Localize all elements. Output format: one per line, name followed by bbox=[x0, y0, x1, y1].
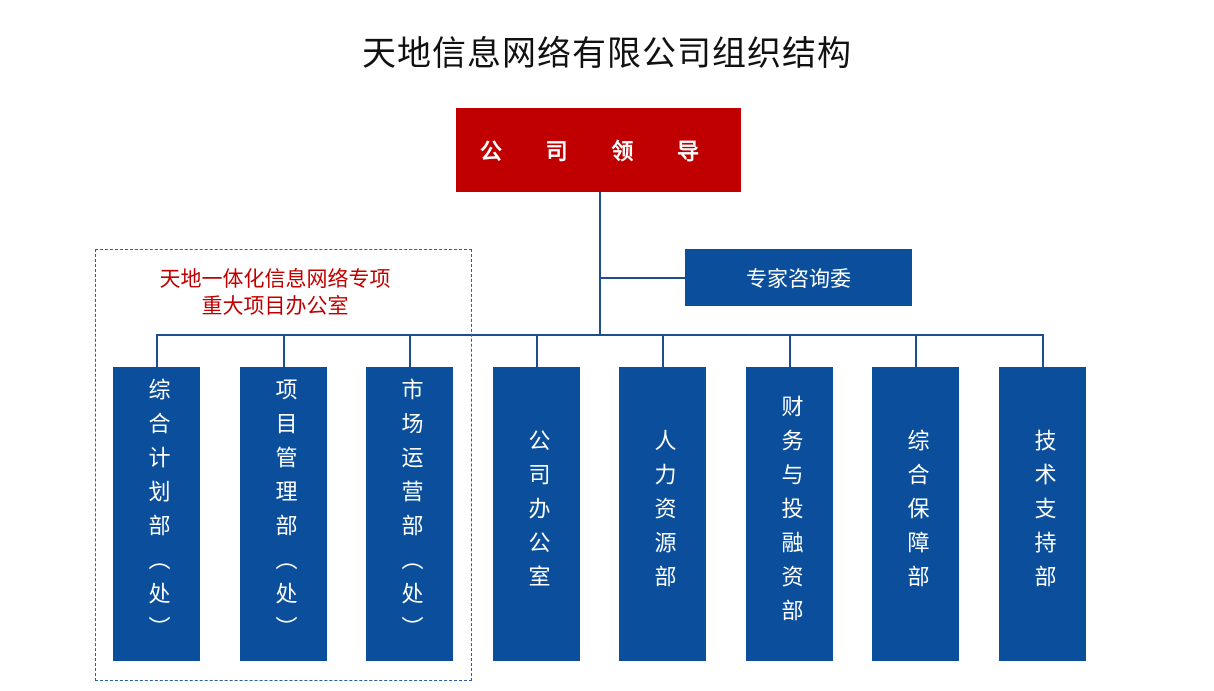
special-office-line2: 重大项目办公室 bbox=[201, 294, 349, 318]
dept-drop-line bbox=[156, 334, 158, 367]
dept-label: 技术支持部 bbox=[1030, 429, 1056, 599]
dept-box-human-resources: 人力资源部 bbox=[619, 367, 706, 661]
dept-drop-line bbox=[536, 334, 538, 367]
dept-label: 财务与投融资部 bbox=[777, 395, 803, 633]
dept-box-project-management: 项目管理部（处） bbox=[240, 367, 327, 661]
special-office-line1: 天地一体化信息网络专项 bbox=[159, 267, 391, 291]
expert-committee-box: 专家咨询委 bbox=[685, 249, 912, 306]
dept-drop-line bbox=[409, 334, 411, 367]
expert-branch-line bbox=[600, 277, 685, 279]
special-office-label: 天地一体化信息网络专项 重大项目办公室 bbox=[120, 266, 430, 320]
dept-drop-line bbox=[915, 334, 917, 367]
dept-label: 市场运营部（处） bbox=[397, 378, 423, 650]
dept-box-general-support: 综合保障部 bbox=[872, 367, 959, 661]
trunk-line bbox=[599, 192, 601, 335]
dept-label: 综合计划部（处） bbox=[144, 378, 170, 650]
dept-drop-line bbox=[1042, 334, 1044, 367]
chart-title: 天地信息网络有限公司组织结构 bbox=[362, 34, 852, 74]
dept-box-planning: 综合计划部（处） bbox=[113, 367, 200, 661]
dept-drop-line bbox=[662, 334, 664, 367]
dept-drop-line bbox=[789, 334, 791, 367]
dept-label: 项目管理部（处） bbox=[271, 378, 297, 650]
company-leadership-box: 公 司 领 导 bbox=[456, 108, 741, 192]
dept-drop-line bbox=[283, 334, 285, 367]
dept-box-market-operations: 市场运营部（处） bbox=[366, 367, 453, 661]
dept-label: 综合保障部 bbox=[903, 429, 929, 599]
dept-box-technical-support: 技术支持部 bbox=[999, 367, 1086, 661]
dept-box-finance-investment: 财务与投融资部 bbox=[746, 367, 833, 661]
dept-label: 人力资源部 bbox=[650, 429, 676, 599]
special-office-dashed-border bbox=[95, 249, 472, 681]
dept-label: 公司办公室 bbox=[524, 429, 550, 599]
dept-box-company-office: 公司办公室 bbox=[493, 367, 580, 661]
horizontal-bus-line bbox=[156, 334, 1044, 336]
